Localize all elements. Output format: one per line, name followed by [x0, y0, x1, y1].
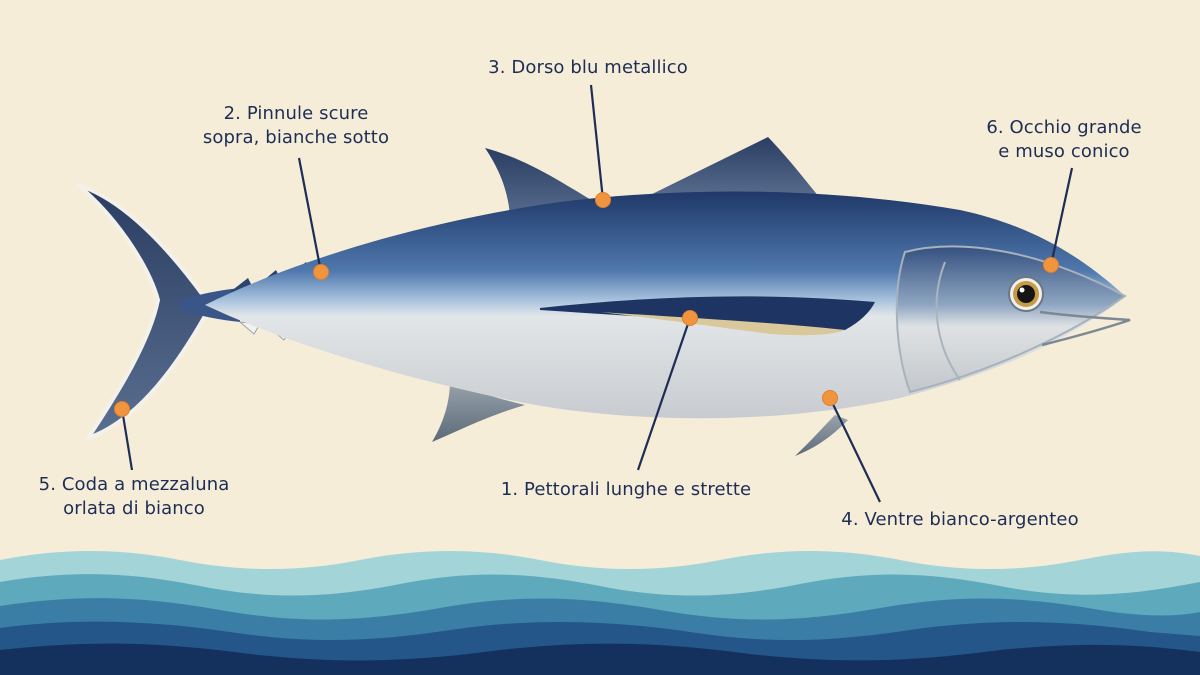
- marker-ventre: [822, 390, 838, 406]
- leader-line-pinnule: [297, 157, 323, 273]
- wave-band-5: [0, 643, 1200, 675]
- callout-dorso: 3. Dorso blu metallico: [488, 56, 688, 80]
- tail-fin: [76, 183, 207, 440]
- leader-line-pettorali: [636, 317, 692, 471]
- second-dorsal-fin: [640, 137, 820, 200]
- callout-coda-line-1: 5. Coda a mezzaluna: [38, 474, 230, 495]
- callout-pettorali-line-1: 1. Pettorali lunghe e strette: [500, 479, 752, 500]
- callout-coda: 5. Coda a mezzaluna orlata di bianco: [39, 473, 230, 521]
- callout-ventre: 4. Ventre bianco-argenteo: [841, 508, 1078, 532]
- marker-pettorali: [682, 310, 698, 326]
- anal-fin: [432, 380, 525, 442]
- leader-line-dorso: [589, 84, 605, 201]
- fish-eye: [1008, 276, 1044, 312]
- pectoral-fin-underside: [600, 312, 845, 336]
- callout-pinnule: 2. Pinnule scure sopra, bianche sotto: [203, 102, 389, 150]
- albacore-tuna-illustration: [76, 137, 1131, 456]
- marker-coda: [114, 401, 130, 417]
- callout-occhio-line-1: 6. Occhio grande: [986, 117, 1142, 138]
- callout-ventre-line-1: 4. Ventre bianco-argenteo: [841, 509, 1079, 530]
- callout-pinnule-line-1: 2. Pinnule scure: [223, 103, 369, 124]
- pectoral-fin: [540, 296, 875, 330]
- callout-coda-line-2: orlata di bianco: [63, 498, 205, 519]
- callout-pettorali: 1. Pettorali lunghe e strette: [501, 478, 751, 502]
- leader-line-ventre: [829, 397, 881, 503]
- pelvic-fin: [795, 415, 848, 456]
- callout-occhio-line-2: e muso conico: [998, 141, 1130, 162]
- marker-pinnule: [313, 264, 329, 280]
- fish-head: [895, 245, 1127, 394]
- leader-lines: [120, 84, 1074, 503]
- gill-cover-line: [935, 261, 961, 381]
- marker-occhio: [1043, 257, 1059, 273]
- marker-dorso: [595, 192, 611, 208]
- leader-line-coda: [120, 408, 134, 471]
- leader-line-occhio: [1049, 167, 1074, 266]
- callout-occhio: 6. Occhio grande e muso conico: [986, 116, 1141, 164]
- sea-waves: [0, 551, 1200, 675]
- callout-pinnule-line-2: sopra, bianche sotto: [202, 127, 390, 148]
- callout-dorso-line-1: 3. Dorso blu metallico: [488, 57, 688, 78]
- markers: [114, 192, 1059, 417]
- fish-mouth: [1039, 310, 1131, 347]
